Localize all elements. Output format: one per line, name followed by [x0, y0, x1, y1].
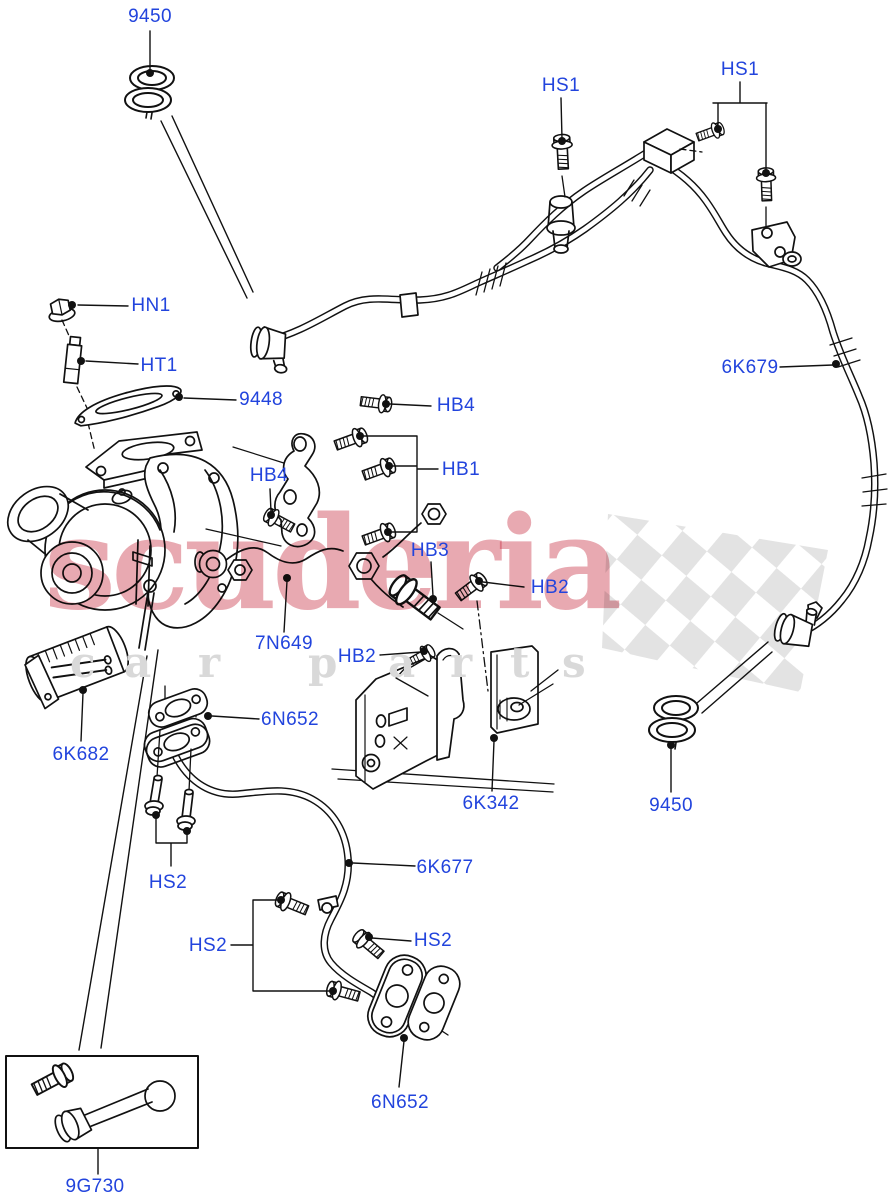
part-label-9g730: 9G730 [65, 1176, 125, 1197]
part-label-hs2-mid: HS2 [188, 935, 228, 956]
bolt-hb1-a [331, 424, 371, 456]
part-label-hb2-left: HB2 [337, 646, 377, 667]
part-label-hs1-left: HS1 [541, 75, 581, 96]
part-label-hs2-left: HS2 [148, 872, 188, 893]
part-label-6k677: 6K677 [416, 857, 474, 878]
drain-flange-bolts-drawing [144, 774, 196, 831]
pipe-clamp-bracket-drawing [751, 221, 802, 268]
washer-9450-bottom [648, 695, 699, 750]
part-label-ht1: HT1 [140, 355, 178, 376]
part-label-6n652-bottom: 6N652 [371, 1092, 429, 1113]
bolt-hb1-c [359, 519, 399, 551]
oil-drain-pipe-drawing [143, 685, 461, 1041]
part-label-7n649: 7N649 [255, 633, 313, 654]
part-label-hb4-top: HB4 [436, 395, 476, 416]
bolt-hs2-mid-a [272, 888, 312, 920]
turbocharger-drawing [6, 431, 239, 710]
part-label-9448: 9448 [239, 389, 283, 410]
bolt-hb2-right [451, 568, 491, 606]
part-label-6k342: 6K342 [462, 793, 520, 814]
leader-lines [77, 30, 834, 1175]
bolt-hs1-right-a [694, 119, 727, 146]
part-label-hb2-right: HB2 [530, 577, 570, 598]
leader-dots [68, 69, 840, 1042]
bolt-hs2-right [348, 925, 388, 963]
part-label-9450-top: 9450 [128, 6, 172, 27]
part-label-6n652-upper: 6N652 [261, 709, 319, 730]
part-label-hb1: HB1 [441, 459, 481, 480]
checkered-flag-watermark [602, 514, 828, 692]
part-label-hb3: HB3 [410, 540, 450, 561]
part-label-6k682: 6K682 [52, 744, 110, 765]
oil-feed-pipe-drawing [249, 128, 888, 648]
elbow-fitting-drawing [249, 326, 288, 374]
lower-elbow-fitting-drawing [773, 601, 823, 648]
banjo-bolt-kit-drawing [5, 1055, 199, 1149]
oil-line-banjo-drawing [194, 503, 447, 608]
mounting-bracket-drawing [205, 432, 321, 548]
part-label-hs1-right: HS1 [720, 59, 760, 80]
part-label-9450-bottom: 9450 [649, 795, 693, 816]
heat-shield-bracket-drawing [331, 600, 559, 793]
part-label-hb4-left: HB4 [249, 465, 289, 486]
part-label-hn1: HN1 [131, 295, 171, 316]
part-label-6k679: 6K679 [721, 357, 779, 378]
bolt-hb1-b [359, 454, 399, 486]
sensor-fitting-drawing [546, 195, 576, 254]
part-label-hs2-right: HS2 [413, 930, 453, 951]
stud-nut-gasket-drawing [48, 298, 182, 453]
